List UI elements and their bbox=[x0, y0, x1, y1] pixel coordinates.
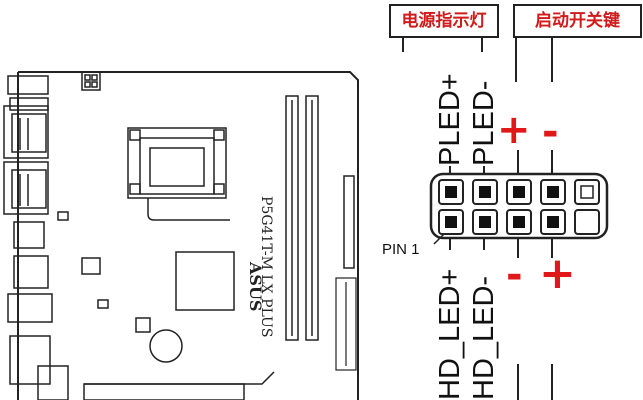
cmos-battery bbox=[149, 329, 183, 363]
top-plus-sign: + bbox=[497, 107, 531, 153]
pin bbox=[513, 186, 525, 198]
pin bbox=[445, 216, 457, 228]
pin1-label: PIN 1 bbox=[382, 241, 420, 258]
rear-io-ports bbox=[3, 105, 53, 385]
pcie-slot bbox=[83, 371, 275, 400]
pin bbox=[547, 186, 559, 198]
pins-bottom-row bbox=[438, 209, 600, 235]
pin bbox=[479, 186, 491, 198]
hdled-minus-label: HD_LED- bbox=[468, 275, 500, 400]
io-header-top bbox=[7, 75, 49, 95]
pin bbox=[445, 186, 457, 198]
bottom-plus-sign: + bbox=[539, 248, 576, 299]
hdled-plus-label: HD_LED+ bbox=[434, 268, 466, 400]
pin-wires-top bbox=[449, 150, 553, 176]
cpu-socket bbox=[127, 127, 230, 221]
top-minus-sign: - bbox=[542, 109, 559, 155]
bottom-component bbox=[37, 365, 69, 400]
bottom-minus-sign: - bbox=[506, 252, 523, 298]
board-model: P5G41T-M LX PLUS bbox=[258, 196, 274, 337]
cpu-power-connector bbox=[81, 71, 101, 91]
small-components bbox=[57, 211, 151, 333]
power-switch-label: 启动开关键 bbox=[513, 4, 642, 38]
chipset-north bbox=[175, 251, 235, 311]
pin bbox=[479, 216, 491, 228]
pins-top-row bbox=[438, 179, 600, 205]
board-brand: ASUS bbox=[246, 261, 265, 311]
pin bbox=[547, 216, 559, 228]
pin-empty bbox=[580, 185, 594, 199]
io-header-top-2 bbox=[9, 97, 49, 111]
board-outline bbox=[17, 71, 359, 400]
label-lead-lines bbox=[402, 36, 553, 82]
side-connector bbox=[343, 175, 355, 269]
pin-frame bbox=[574, 209, 600, 235]
pled-plus-label: PLED+ bbox=[434, 73, 466, 166]
ram-slots bbox=[285, 95, 319, 341]
power-led-label: 电源指示灯 bbox=[389, 4, 499, 38]
pin bbox=[513, 216, 525, 228]
atx-power-connector bbox=[335, 277, 357, 371]
